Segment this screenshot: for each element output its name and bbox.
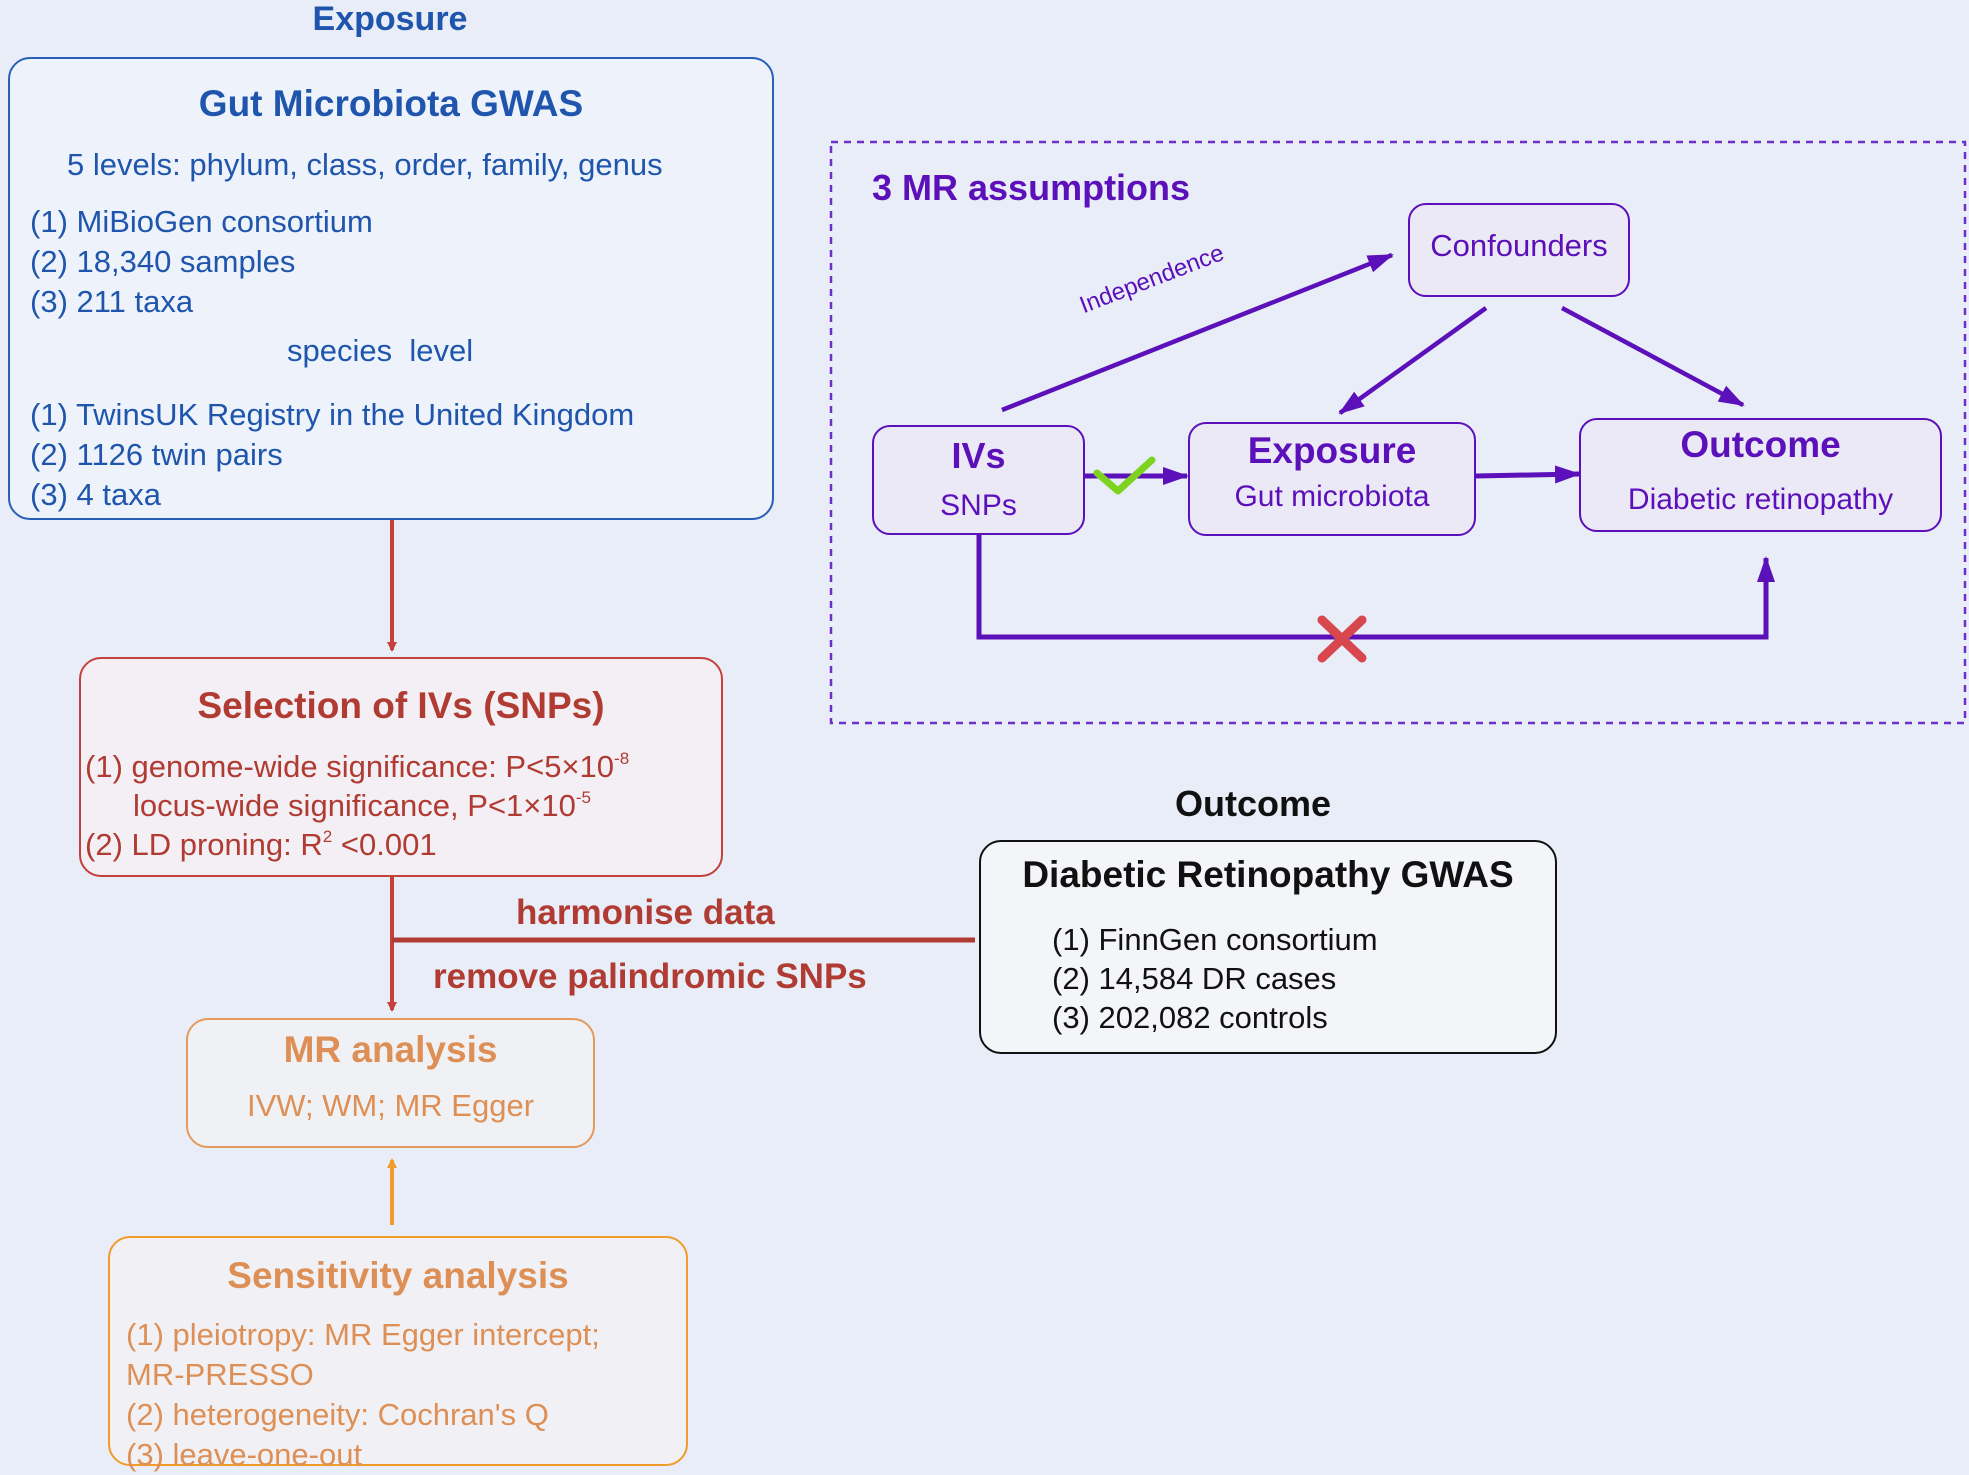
sensitivity-item: MR-PRESSO xyxy=(126,1357,314,1392)
check-icon xyxy=(1093,456,1156,495)
outcome-item: (1) FinnGen consortium xyxy=(1052,922,1378,957)
assumption-outcome-box: Outcome Diabetic retinopathy xyxy=(1579,418,1942,532)
assumption-exposure-box: Exposure Gut microbiota xyxy=(1188,422,1476,536)
sensitivity-list: (1) pleiotropy: MR Egger intercept; MR-P… xyxy=(126,1315,600,1475)
selection-line-3: (2) LD proning: R2 <0.001 xyxy=(85,827,437,862)
assumption-exposure-subtitle: Gut microbiota xyxy=(1234,480,1430,513)
confounders-to-exposure-arrow xyxy=(1338,306,1488,415)
remove-palindromic-label: remove palindromic SNPs xyxy=(433,957,867,996)
harmonise-label: harmonise data xyxy=(516,893,775,932)
ivs-title: IVs xyxy=(951,435,1006,476)
selection-title: Selection of IVs (SNPs) xyxy=(197,685,605,726)
exposure-group2-item: (1) TwinsUK Registry in the United Kingd… xyxy=(30,397,635,432)
ivs-to-outcome-path xyxy=(976,535,1775,640)
mr-analysis-methods: IVW; WM; MR Egger xyxy=(246,1088,535,1123)
sensitivity-title: Sensitivity analysis xyxy=(227,1255,569,1296)
outcome-box: Diabetic Retinopathy GWAS (1) FinnGen co… xyxy=(979,840,1557,1054)
assumption-outcome-title: Outcome xyxy=(1680,424,1841,465)
exposure-group1-item: (2) 18,340 samples xyxy=(30,244,296,279)
mr-analysis-title: MR analysis xyxy=(283,1029,498,1070)
exposure-heading: Exposure xyxy=(312,0,468,38)
cross-icon xyxy=(1317,615,1367,663)
exposure-group1-item: (1) MiBioGen consortium xyxy=(30,204,373,239)
ivs-subtitle: SNPs xyxy=(940,489,1017,522)
ivs-box: IVs SNPs xyxy=(872,425,1085,535)
exposure-box: Gut Microbiota GWAS 5 levels: phylum, cl… xyxy=(8,57,774,520)
selection-line-1: (1) genome-wide significance: P<5×10-8 xyxy=(85,749,630,784)
exposure-group1-item: (3) 211 taxa xyxy=(30,284,194,319)
outcome-item: (3) 202,082 controls xyxy=(1052,1000,1328,1035)
assumption-outcome-subtitle: Diabetic retinopathy xyxy=(1627,483,1894,516)
species-level-heading: species level xyxy=(287,333,474,368)
exposure-group2-item: (2) 1126 twin pairs xyxy=(30,437,283,472)
exposure-box-title: Gut Microbiota GWAS xyxy=(198,83,584,124)
exposure-group1: (1) MiBioGen consortium (2) 18,340 sampl… xyxy=(30,202,373,322)
sensitivity-item: (3) leave-one-out xyxy=(126,1437,363,1472)
independence-arrow xyxy=(1001,252,1394,413)
mr-assumptions-title: 3 MR assumptions xyxy=(872,167,1191,208)
outcome-heading: Outcome xyxy=(1174,783,1332,824)
mr-assumptions-frame xyxy=(829,140,1967,725)
sensitivity-box: Sensitivity analysis (1) pleiotropy: MR … xyxy=(108,1236,688,1472)
sensitivity-item: (1) pleiotropy: MR Egger intercept; xyxy=(126,1317,600,1352)
outcome-box-title: Diabetic Retinopathy GWAS xyxy=(1022,854,1514,895)
outcome-list: (1) FinnGen consortium (2) 14,584 DR cas… xyxy=(1052,920,1378,1037)
confounders-to-outcome-arrow xyxy=(1560,306,1745,407)
exposure-group2: (1) TwinsUK Registry in the United Kingd… xyxy=(30,395,634,515)
outcome-item: (2) 14,584 DR cases xyxy=(1052,961,1337,996)
confounders-box: Confounders xyxy=(1408,203,1630,297)
assumption-exposure-title: Exposure xyxy=(1247,430,1417,471)
exposure-levels-line: 5 levels: phylum, class, order, family, … xyxy=(67,147,663,182)
confounders-label: Confounders xyxy=(1430,228,1608,263)
sensitivity-item: (2) heterogeneity: Cochran's Q xyxy=(126,1397,549,1432)
selection-box: Selection of IVs (SNPs) (1) genome-wide … xyxy=(79,657,723,877)
exposure-group2-item: (3) 4 taxa xyxy=(30,477,161,512)
exposure-to-outcome-arrow xyxy=(1475,465,1581,484)
selection-line-2: locus-wide significance, P<1×10-5 xyxy=(133,788,592,823)
mr-analysis-box: MR analysis IVW; WM; MR Egger xyxy=(186,1018,595,1148)
